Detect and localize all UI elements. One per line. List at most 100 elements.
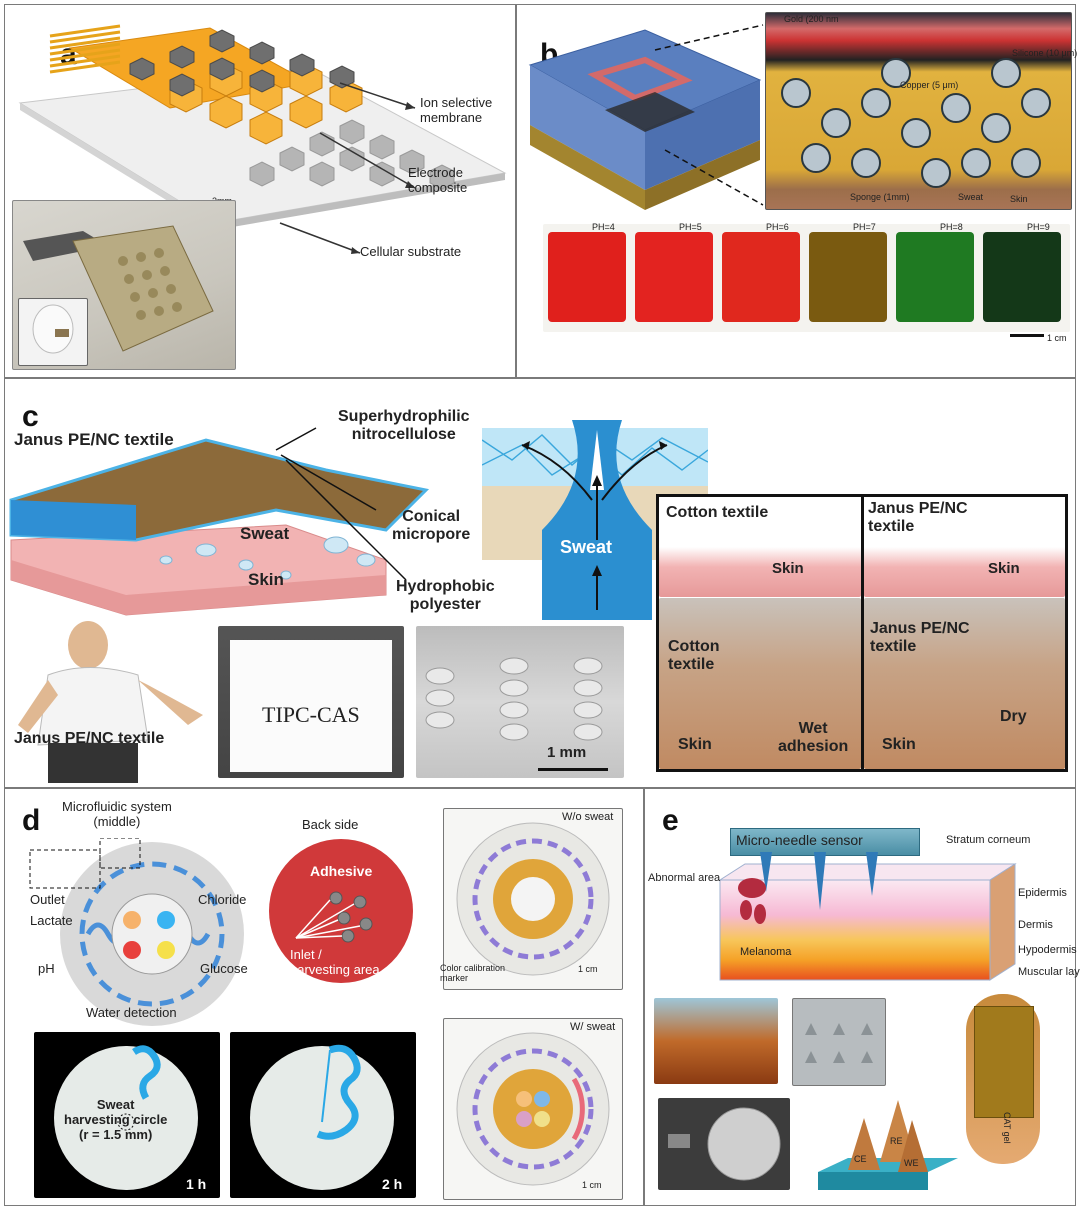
- svg-text:RE: RE: [890, 1136, 903, 1146]
- label-cotton-photo: Cotton textile: [668, 638, 720, 674]
- label-skin-c: Skin: [248, 570, 284, 589]
- fabric-photo: [218, 626, 404, 778]
- label-janus-title: Janus PE/NC textile: [14, 430, 174, 449]
- photo-coin: [658, 1098, 790, 1190]
- label-sweat-center: Sweat: [560, 537, 613, 557]
- label-skin-photo-cotton: Skin: [678, 736, 712, 753]
- scale-bar-1cm-b: [1010, 334, 1044, 337]
- ph-swatch-strip: [543, 224, 1070, 332]
- panel-b-patch-illustration: [528, 24, 764, 210]
- w-sweat-photo: [443, 1018, 623, 1200]
- scale-label-1cm-d2: 1 cm: [582, 1180, 602, 1190]
- ph-label-7: PH=7: [853, 222, 876, 232]
- label-harvesting-circle: Sweat harvesting circle (r = 1.5 mm): [64, 1097, 168, 1142]
- label-fabric-tipc: TIPC-CAS: [262, 702, 360, 727]
- label-microfluidic-system: Microfluidic system (middle): [62, 799, 172, 829]
- label-glucose: Glucose: [200, 961, 248, 976]
- label-inlet-harvesting: Inlet / harvesting area: [290, 947, 380, 977]
- ph-swatch-6: [722, 232, 800, 322]
- label-hydrophobic-polyester: Hydrophobic polyester: [396, 578, 495, 614]
- ph-swatch-9: [983, 232, 1061, 322]
- ph-label-9: PH=9: [1027, 222, 1050, 232]
- ph-swatch-8: [896, 232, 974, 322]
- label-hypodermis: Hypodermis: [1018, 944, 1077, 956]
- scale-label-1cm-b: 1 cm: [1047, 333, 1067, 343]
- panel-c-frame: [4, 378, 1076, 788]
- label-water-detection: Water detection: [86, 1005, 177, 1020]
- label-abnormal-area: Abnormal area: [648, 872, 721, 884]
- label-time-2h: 2 h: [382, 1176, 403, 1192]
- label-skin-janus: Skin: [988, 560, 1020, 577]
- label-dermis: Dermis: [1018, 919, 1053, 931]
- ph-swatch-7: [809, 232, 887, 322]
- label-janus-photo: Janus PE/NC textile: [870, 620, 970, 656]
- label-time-1h: 1 h: [186, 1176, 207, 1192]
- photo-pcb-needles: [654, 998, 778, 1084]
- panel-e-label: e: [662, 804, 679, 837]
- scale-label-1mm-c: 1 mm: [547, 744, 587, 761]
- label-cat-gel: CAT gel: [1002, 1112, 1012, 1144]
- label-copper-layer: Copper (5 μm): [900, 80, 959, 90]
- janus-illustration: [864, 497, 1065, 597]
- wo-sweat-photo: [443, 808, 623, 990]
- label-wo-sweat: W/o sweat: [562, 811, 614, 823]
- label-sweat-c: Sweat: [240, 524, 290, 543]
- scale-label-1cm-d1: 1 cm: [578, 964, 598, 974]
- label-sponge-layer: Sponge (1mm): [850, 192, 910, 202]
- photo-needle-array-sem: [792, 998, 886, 1086]
- panel-d-label: d: [22, 804, 41, 837]
- label-electrode-composite: Electrode composite: [408, 165, 468, 195]
- label-gold-layer: Gold (200 nm: [784, 14, 839, 24]
- label-cotton-textile: Cotton textile: [666, 504, 769, 521]
- ph-swatch-4: [548, 232, 626, 322]
- microfluidic-diagram: [29, 838, 244, 1026]
- back-side-diagram: [269, 839, 413, 983]
- ph-label-6: PH=6: [766, 222, 789, 232]
- runner-illustration: [18, 621, 203, 783]
- label-sweat-b: Sweat: [958, 192, 984, 202]
- photo-flexible-sensor: [12, 200, 236, 370]
- label-conical-micropore: Conical micropore: [392, 508, 471, 544]
- label-chloride: Chloride: [198, 892, 247, 907]
- label-micro-needle-sensor: Micro-needle sensor: [736, 832, 863, 848]
- label-color-calibration: Color calibration marker: [440, 963, 506, 984]
- ph-label-5: PH=5: [679, 222, 702, 232]
- label-superhydrophilic: Superhydrophilic nitrocellulose: [338, 408, 470, 444]
- label-lactate: Lactate: [30, 913, 73, 928]
- janus-photo: [864, 598, 1065, 769]
- svg-text:WE: WE: [904, 1158, 919, 1168]
- label-outlet: Outlet: [30, 892, 65, 907]
- label-skin-cotton: Skin: [772, 560, 804, 577]
- photo-cross-section: [765, 12, 1072, 210]
- label-w-sweat: W/ sweat: [570, 1021, 616, 1033]
- electrode-pyramids: CE RE WE: [818, 1100, 958, 1190]
- ph-label-4: PH=4: [592, 222, 615, 232]
- label-ion-selective-membrane: Ion selective membrane: [420, 95, 493, 125]
- label-ph: pH: [38, 961, 55, 976]
- panel-a-illustration: [18, 24, 507, 254]
- cotton-photo: [659, 598, 861, 769]
- label-cellular-substrate: Cellular substrate: [360, 244, 462, 259]
- panel-e-frame: [644, 788, 1076, 1206]
- ph-label-8: PH=8: [940, 222, 963, 232]
- cotton-illustration: [659, 497, 861, 597]
- comparison-divider: [861, 494, 864, 772]
- panel-d-frame: [4, 788, 644, 1206]
- label-skin-b: Skin: [1010, 194, 1028, 204]
- label-back-side: Back side: [302, 817, 359, 832]
- label-runner-janus: Janus PE/NC textile: [14, 730, 165, 747]
- photo-2h: [230, 1032, 416, 1198]
- micropore-schematic: [482, 420, 708, 620]
- label-wet-adhesion: Wet adhesion: [778, 720, 849, 756]
- label-dry: Dry: [1000, 708, 1027, 725]
- label-skin-photo-janus: Skin: [882, 736, 916, 753]
- label-silicone-layer: Silicone (10 μm): [1012, 48, 1078, 58]
- label-janus-textile: Janus PE/NC textile: [868, 500, 968, 536]
- sem-photo: [416, 626, 624, 778]
- panel-c-label: c: [22, 400, 39, 433]
- photo-1h: [34, 1032, 220, 1198]
- panel-c-textile-illustration: [9, 427, 430, 616]
- photo-bandage-device: [966, 994, 1040, 1164]
- label-epidermis: Epidermis: [1018, 887, 1067, 899]
- photo-face-inset: [18, 298, 88, 366]
